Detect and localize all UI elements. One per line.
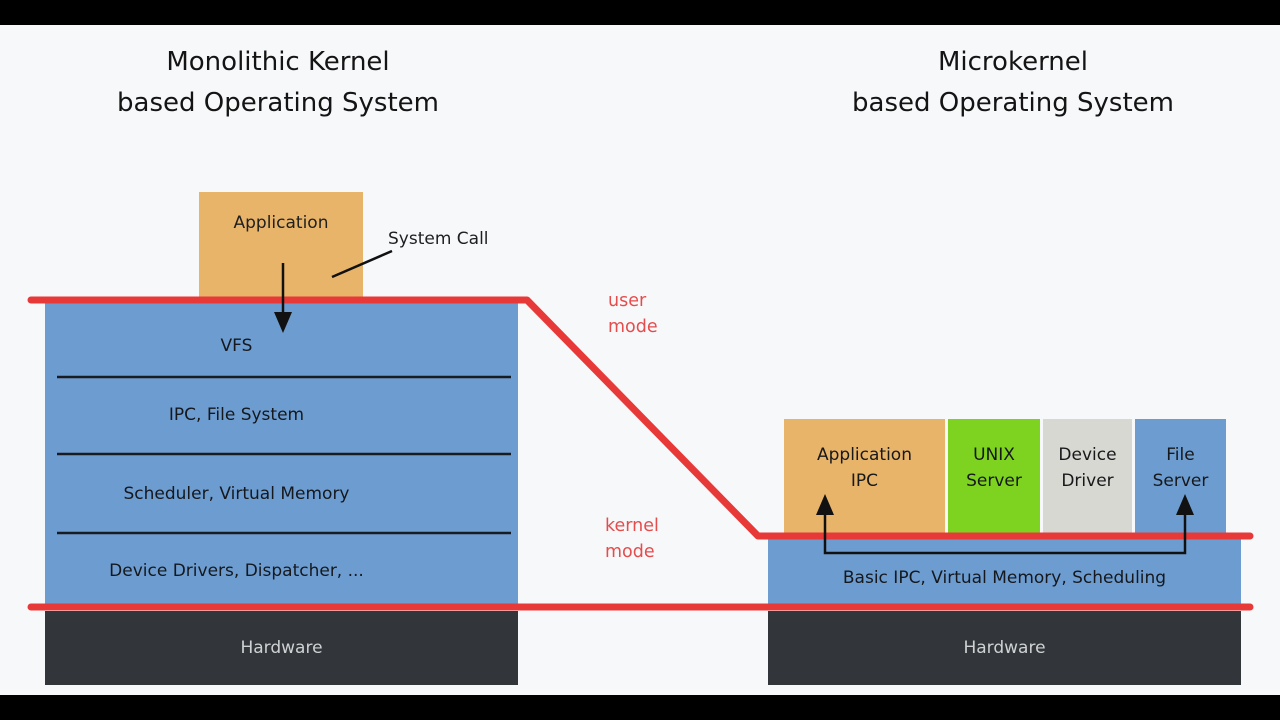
server-box-unix-server: UNIX Server — [948, 419, 1040, 536]
server-box-file-server-line1: File — [1166, 445, 1195, 465]
microkernel-basic-ipc-label: Basic IPC, Virtual Memory, Scheduling — [842, 568, 1167, 588]
microkernel-title-line2: based Operating System — [852, 88, 1174, 118]
server-box-application-ipc-line1: Application — [817, 445, 912, 465]
kernel-layer-ipc-filesystem: IPC, File System — [168, 405, 305, 425]
kernel-layer-device-drivers: Device Drivers, Dispatcher, ... — [109, 561, 364, 581]
kernel-layer-vfs: VFS — [220, 336, 253, 356]
user-mode-line2: mode — [608, 317, 658, 337]
hardware-box-monolithic: Hardware — [45, 611, 518, 685]
system-call-label: System Call — [388, 229, 489, 249]
server-box-application-ipc-line2: IPC — [850, 471, 879, 491]
monolithic-title-line2: based Operating System — [117, 88, 439, 118]
user-mode-label: user mode — [608, 288, 658, 340]
kernel-mode-line2: mode — [605, 542, 655, 562]
user-mode-line1: user — [608, 291, 647, 311]
server-box-unix-server-line1: UNIX — [973, 445, 1015, 465]
kernel-layer-scheduler-vm: Scheduler, Virtual Memory — [123, 484, 350, 504]
hardware-box-microkernel: Hardware — [768, 611, 1241, 685]
server-box-device-driver: Device Driver — [1043, 419, 1132, 536]
letterbox-top — [0, 0, 1280, 25]
microkernel-title-line1: Microkernel — [937, 47, 1089, 77]
server-box-device-driver-line1: Device — [1058, 445, 1117, 465]
server-box-file-server-line2: Server — [1152, 471, 1209, 491]
server-box-unix-server-line2: Server — [966, 471, 1022, 491]
server-box-file-server: File Server — [1135, 419, 1226, 536]
monolithic-title-line1: Monolithic Kernel — [166, 47, 390, 77]
kernel-mode-label: kernel mode — [605, 513, 659, 565]
microkernel-basic-ipc-box: Basic IPC, Virtual Memory, Scheduling — [768, 536, 1241, 607]
application-box: Application — [199, 192, 363, 298]
monolithic-title: Monolithic Kernel based Operating System — [38, 42, 518, 124]
server-box-device-driver-line2: Driver — [1061, 471, 1114, 491]
microkernel-title: Microkernel based Operating System — [773, 42, 1253, 124]
server-box-application-ipc: Application IPC — [784, 419, 945, 536]
kernel-mode-line1: kernel — [605, 516, 659, 536]
application-box-label: Application — [233, 213, 329, 233]
letterbox-bottom — [0, 695, 1280, 720]
